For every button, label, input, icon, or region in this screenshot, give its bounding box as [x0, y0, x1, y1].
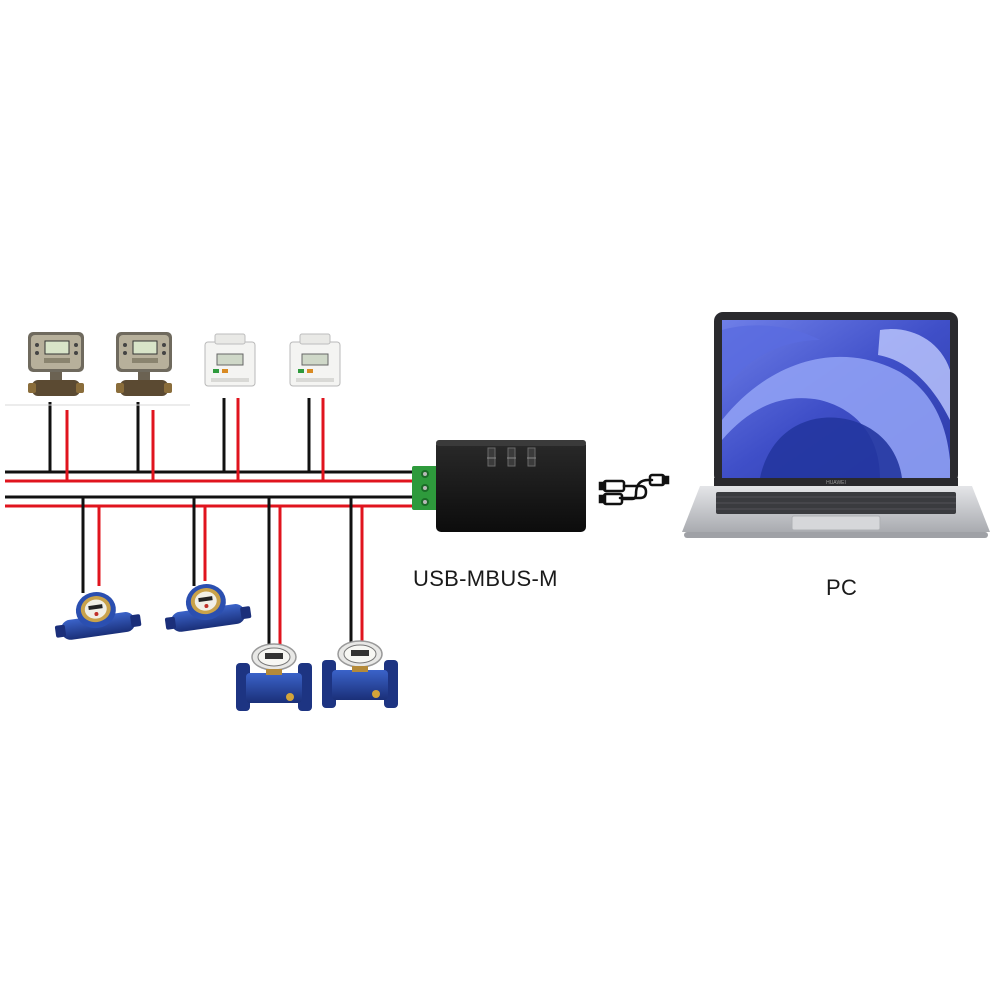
bus-wires — [5, 470, 418, 508]
led-indicator — [507, 447, 516, 467]
heat-meter-icon — [115, 331, 173, 397]
flanged-water-meter-icon — [235, 643, 313, 712]
water-meter-icon — [50, 586, 143, 642]
usb-mbus-converter — [412, 440, 586, 532]
din-rail-energy-meter-icon — [204, 333, 256, 387]
water-meter-icon — [160, 578, 253, 634]
led-indicator — [487, 447, 496, 467]
top-drop-wires — [48, 398, 325, 481]
led-indicator — [527, 447, 536, 467]
heat-meter-icon — [27, 331, 85, 397]
pc-label: PC — [826, 575, 858, 600]
laptop-brand: HUAWEI — [826, 480, 846, 486]
converter-body — [436, 440, 586, 532]
din-rail-energy-meter-icon — [289, 333, 341, 387]
laptop-touchpad — [791, 515, 881, 531]
converter-label: USB-MBUS-M — [413, 566, 558, 591]
flanged-water-meter-icon — [321, 640, 399, 709]
usb-cable-icon — [598, 473, 670, 506]
laptop-icon: HUAWEI — [682, 312, 990, 538]
bottom-drop-wires — [81, 497, 364, 648]
